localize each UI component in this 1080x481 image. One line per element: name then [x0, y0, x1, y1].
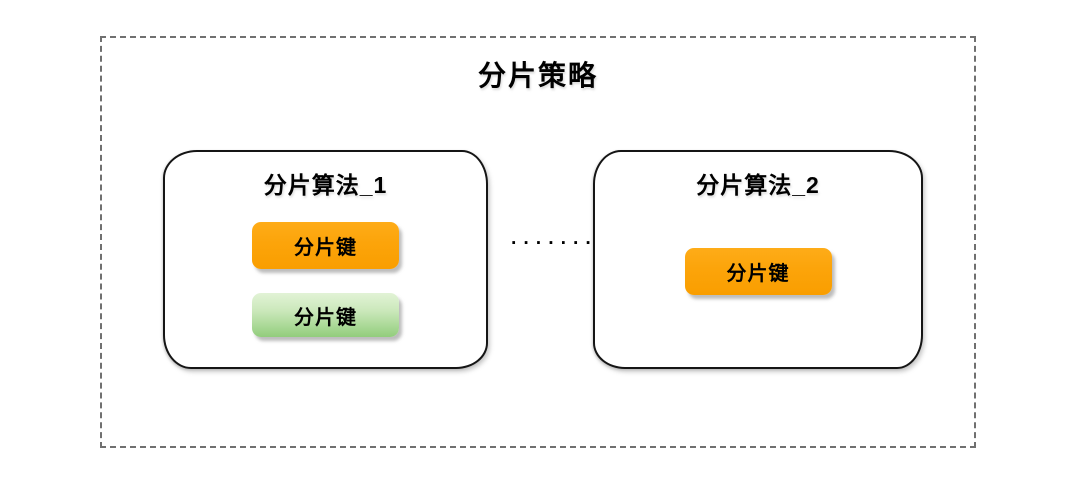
shard-key-button-orange-2: 分片键	[684, 248, 832, 295]
strategy-dashed-frame	[100, 36, 976, 448]
algorithm-box-1: 分片算法_1 分片键 分片键	[163, 150, 488, 369]
diagram-title: 分片策略	[477, 60, 598, 91]
shard-key-button-orange-1: 分片键	[252, 222, 399, 269]
algorithm-box-2: 分片算法_2 分片键	[593, 150, 923, 369]
shard-key-button-green: 分片键	[252, 293, 399, 337]
algorithm-1-label: 分片算法_1	[263, 172, 388, 198]
ellipsis-separator: .......	[508, 228, 595, 250]
algorithm-2-label: 分片算法_2	[696, 172, 820, 198]
